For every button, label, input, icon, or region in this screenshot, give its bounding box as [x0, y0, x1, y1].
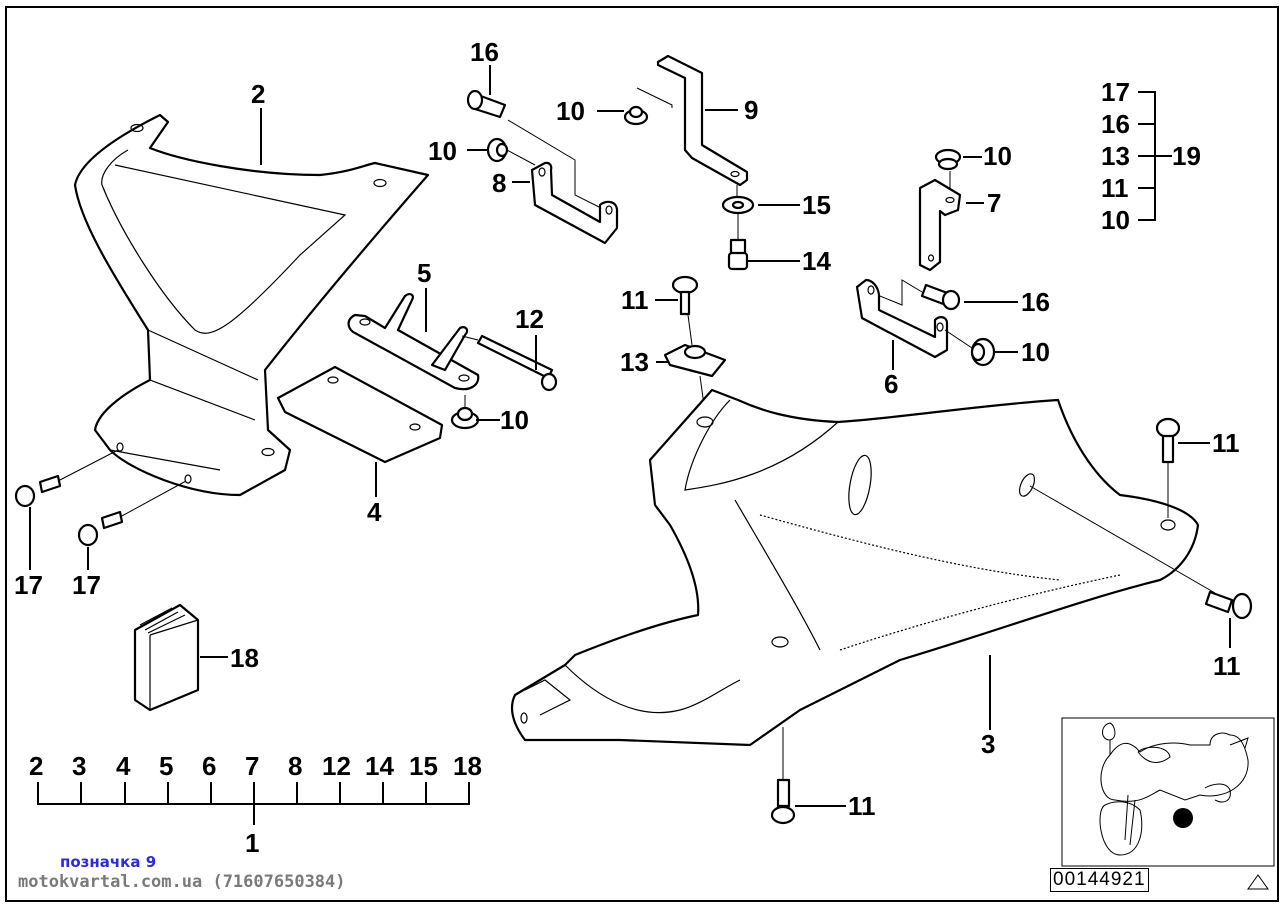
- callout-12[interactable]: 12: [515, 304, 544, 334]
- kit-1-member[interactable]: 4: [116, 751, 131, 781]
- part-2-left-fairing-panel[interactable]: [73, 113, 430, 497]
- callout-14[interactable]: 14: [802, 246, 831, 276]
- kit-1-member[interactable]: 5: [159, 751, 173, 781]
- part-17-screw-a[interactable]: [14, 449, 119, 508]
- callout-11-c[interactable]: 11: [1213, 651, 1241, 681]
- kit-1-group: 2 3 4 5 6 7 8 12 14 15 18 1: [29, 751, 482, 858]
- part-8-u-bracket[interactable]: [530, 161, 619, 245]
- callout-9[interactable]: 9: [744, 95, 758, 125]
- callout-7[interactable]: 7: [987, 188, 1001, 218]
- part-4-plate[interactable]: [276, 365, 444, 464]
- part-13-clip-nut[interactable]: [663, 343, 727, 421]
- part-10-grommet-e[interactable]: [970, 337, 996, 367]
- kit-19-group: 17 16 13 11 10 19: [1101, 77, 1201, 235]
- diagram-reference-number: 00144921: [1050, 868, 1149, 892]
- part-5-bracket[interactable]: [347, 293, 480, 391]
- kit-19-member[interactable]: 10: [1101, 205, 1130, 235]
- leader-lines: [29, 65, 1231, 825]
- part-14-bolt[interactable]: [727, 238, 749, 271]
- callout-2[interactable]: 2: [251, 79, 265, 109]
- part-11-screw-a[interactable]: [671, 275, 699, 346]
- part-16-bolt-a[interactable]: [466, 89, 606, 211]
- callout-10-e[interactable]: 10: [1021, 337, 1050, 367]
- kit-19-member[interactable]: 13: [1101, 141, 1130, 171]
- kit-19-member[interactable]: 16: [1101, 109, 1130, 139]
- callout-11-b[interactable]: 11: [1212, 428, 1240, 458]
- part-11-screw-d[interactable]: [770, 727, 796, 825]
- watermark-site: motokvartal.com.ua (71607650384): [18, 872, 346, 892]
- locator-inset: [1061, 717, 1275, 867]
- part-18-manual-book[interactable]: [133, 603, 200, 712]
- part-15-washer[interactable]: [721, 195, 755, 240]
- kit-1-member[interactable]: 7: [245, 751, 259, 781]
- diagram-frame: [5, 6, 1279, 902]
- kit-1-member[interactable]: 12: [322, 751, 351, 781]
- kit-1-member[interactable]: 15: [409, 751, 438, 781]
- kit-19-label[interactable]: 19: [1172, 141, 1201, 171]
- part-3-lower-fairing[interactable]: [510, 388, 1216, 747]
- callout-3[interactable]: 3: [981, 729, 995, 759]
- callout-8[interactable]: 8: [492, 168, 506, 198]
- part-11-screw-c[interactable]: [1204, 590, 1253, 620]
- kit-1-member[interactable]: 6: [202, 751, 216, 781]
- callout-5[interactable]: 5: [417, 258, 431, 288]
- callout-11-a[interactable]: 11: [621, 285, 649, 315]
- location-dot-icon: [1173, 808, 1193, 828]
- kit-1-label[interactable]: 1: [245, 828, 259, 858]
- kit-1-member[interactable]: 14: [365, 751, 394, 781]
- callout-17-a[interactable]: 17: [14, 570, 43, 600]
- callout-17-b[interactable]: 17: [72, 570, 101, 600]
- callout-15[interactable]: 15: [802, 190, 831, 220]
- callout-11-d[interactable]: 11: [848, 791, 876, 821]
- part-6-u-bracket[interactable]: [855, 278, 976, 359]
- kit-19-member[interactable]: 11: [1101, 173, 1129, 203]
- part-16-bolt-b[interactable]: [869, 279, 961, 311]
- callout-16-a[interactable]: 16: [470, 37, 499, 67]
- callout-16-b[interactable]: 16: [1021, 287, 1050, 317]
- callout-13[interactable]: 13: [620, 347, 649, 377]
- part-10-grommet-c[interactable]: [450, 395, 480, 430]
- triangle-warning-icon: [1247, 874, 1269, 890]
- kit-19-member[interactable]: 17: [1101, 77, 1130, 107]
- callout-10-b[interactable]: 10: [428, 136, 457, 166]
- kit-1-member[interactable]: 2: [29, 751, 43, 781]
- part-10-grommet-a[interactable]: [623, 87, 673, 126]
- part-10-grommet-b[interactable]: [486, 137, 536, 166]
- part-9-z-bracket[interactable]: [656, 54, 749, 198]
- kit-1-member[interactable]: 8: [288, 751, 302, 781]
- kit-1-member[interactable]: 18: [453, 751, 482, 781]
- callout-10-c[interactable]: 10: [500, 405, 529, 435]
- part-11-screw-b[interactable]: [1155, 417, 1181, 518]
- watermark-label: позначка 9: [60, 853, 157, 871]
- callout-18[interactable]: 18: [230, 643, 259, 673]
- part-17-screw-b[interactable]: [77, 480, 187, 547]
- part-12-long-bolt[interactable]: [461, 334, 558, 392]
- motorcycle-outline-icon: [1099, 722, 1249, 856]
- part-10-grommet-d[interactable]: [934, 148, 962, 198]
- callout-4[interactable]: 4: [367, 497, 382, 527]
- callout-6[interactable]: 6: [884, 369, 898, 399]
- callout-10-a[interactable]: 10: [556, 96, 585, 126]
- callout-10-d[interactable]: 10: [983, 141, 1012, 171]
- kit-1-member[interactable]: 3: [72, 751, 86, 781]
- part-7-l-bracket[interactable]: [918, 178, 962, 272]
